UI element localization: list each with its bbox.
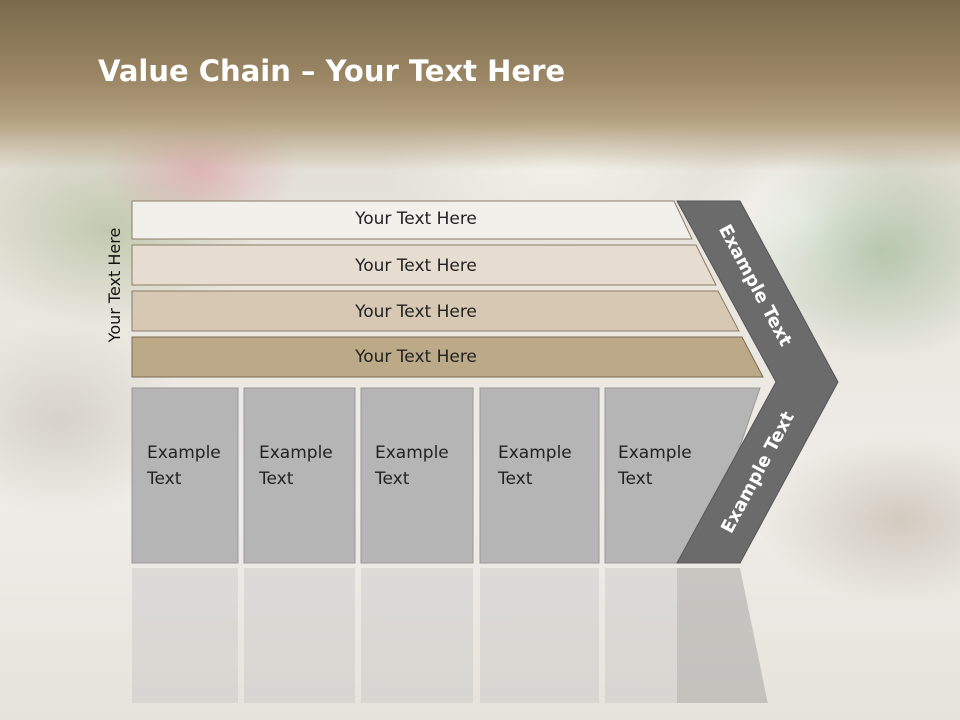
row-3-label: Your Text Here — [355, 302, 477, 322]
box-1-line1: Example — [147, 443, 221, 463]
row-3-shape[interactable] — [131, 290, 740, 332]
title-rest-part: – Your Text Here — [290, 54, 566, 88]
row-1-label: Your Text Here — [355, 209, 477, 229]
box-4-line1: Example — [498, 443, 572, 463]
box-5-line2: Text — [618, 469, 653, 489]
row-1-shape[interactable] — [131, 200, 693, 240]
box-3-line1: Example — [375, 443, 449, 463]
box-5-line1: Example — [618, 443, 692, 463]
box-1-line2: Text — [147, 469, 182, 489]
row-4-label: Your Text Here — [355, 347, 477, 367]
chevron-arrow[interactable] — [676, 200, 839, 564]
box-2-shape[interactable] — [243, 387, 356, 564]
box-3-shape[interactable] — [360, 387, 474, 564]
row-2-shape[interactable] — [131, 244, 717, 286]
row-2-label: Your Text Here — [355, 256, 477, 276]
row-4-shape[interactable] — [131, 336, 764, 378]
title-band — [0, 0, 960, 170]
box-4-line2: Text — [498, 469, 533, 489]
box-2-line2: Text — [259, 469, 294, 489]
box-4-shape[interactable] — [479, 387, 600, 564]
slide-title: Value Chain – Your Text Here — [98, 54, 565, 88]
box-1-shape[interactable] — [131, 387, 239, 564]
box-3-line2: Text — [375, 469, 410, 489]
title-bold-part: Value Chain — [98, 54, 291, 88]
box-2-line1: Example — [259, 443, 333, 463]
